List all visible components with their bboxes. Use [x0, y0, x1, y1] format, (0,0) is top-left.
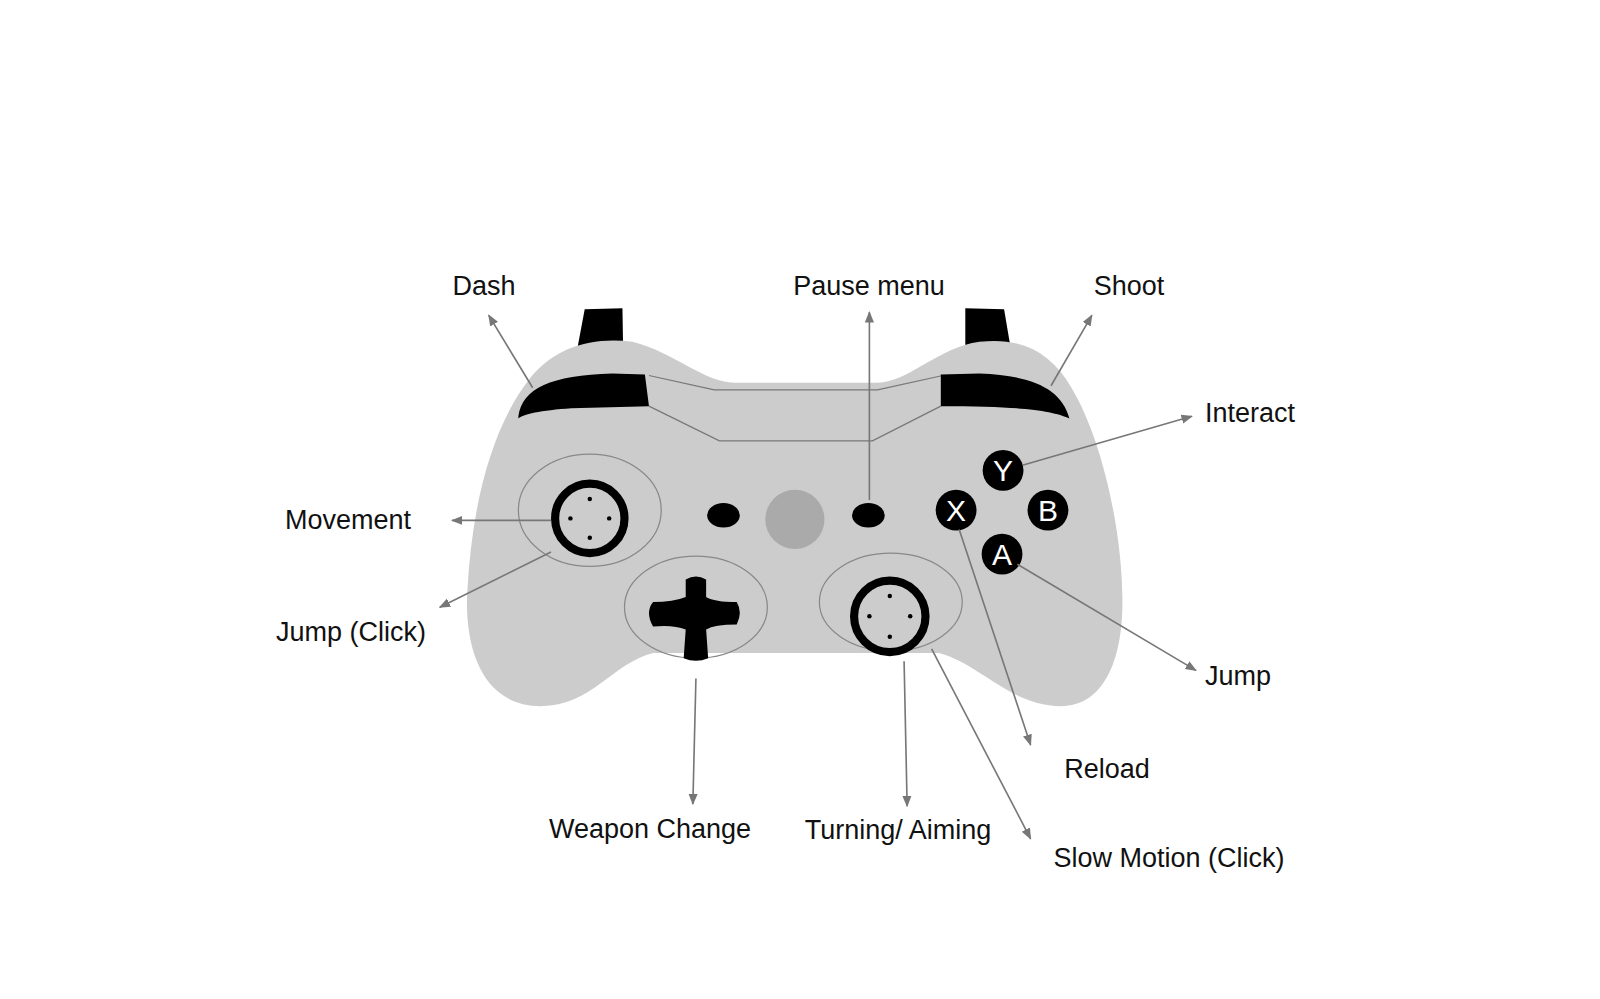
button-letter: X — [946, 494, 966, 529]
right-bumper — [941, 373, 1070, 418]
control-label: Shoot — [1094, 271, 1165, 302]
control-label: Pause menu — [793, 271, 945, 302]
back-button — [707, 503, 740, 527]
start-button — [852, 503, 885, 527]
button-letter: A — [992, 538, 1012, 573]
face-button — [1028, 490, 1069, 531]
left-bumper — [518, 373, 649, 418]
control-label: Dash — [452, 271, 515, 302]
button-letter: B — [1038, 494, 1058, 529]
controller-body — [467, 341, 1122, 707]
face-button — [936, 490, 977, 531]
control-label: Movement — [285, 505, 411, 536]
control-label: Turning/ Aiming — [805, 815, 992, 846]
control-label: Reload — [1064, 754, 1150, 785]
control-label: Weapon Change — [549, 814, 751, 845]
d-pad — [649, 577, 740, 661]
control-label: Jump — [1205, 661, 1271, 692]
control-label: Jump (Click) — [276, 617, 426, 648]
face-button — [982, 534, 1023, 575]
panel-lines — [649, 376, 943, 441]
button-letter: Y — [993, 454, 1013, 489]
left-stick — [555, 484, 624, 553]
leader-lines — [440, 312, 1196, 839]
face-button — [983, 450, 1024, 491]
control-label: Slow Motion (Click) — [1053, 843, 1284, 874]
home-button — [765, 490, 824, 549]
right-stick — [854, 581, 925, 652]
control-label: Interact — [1205, 398, 1295, 429]
